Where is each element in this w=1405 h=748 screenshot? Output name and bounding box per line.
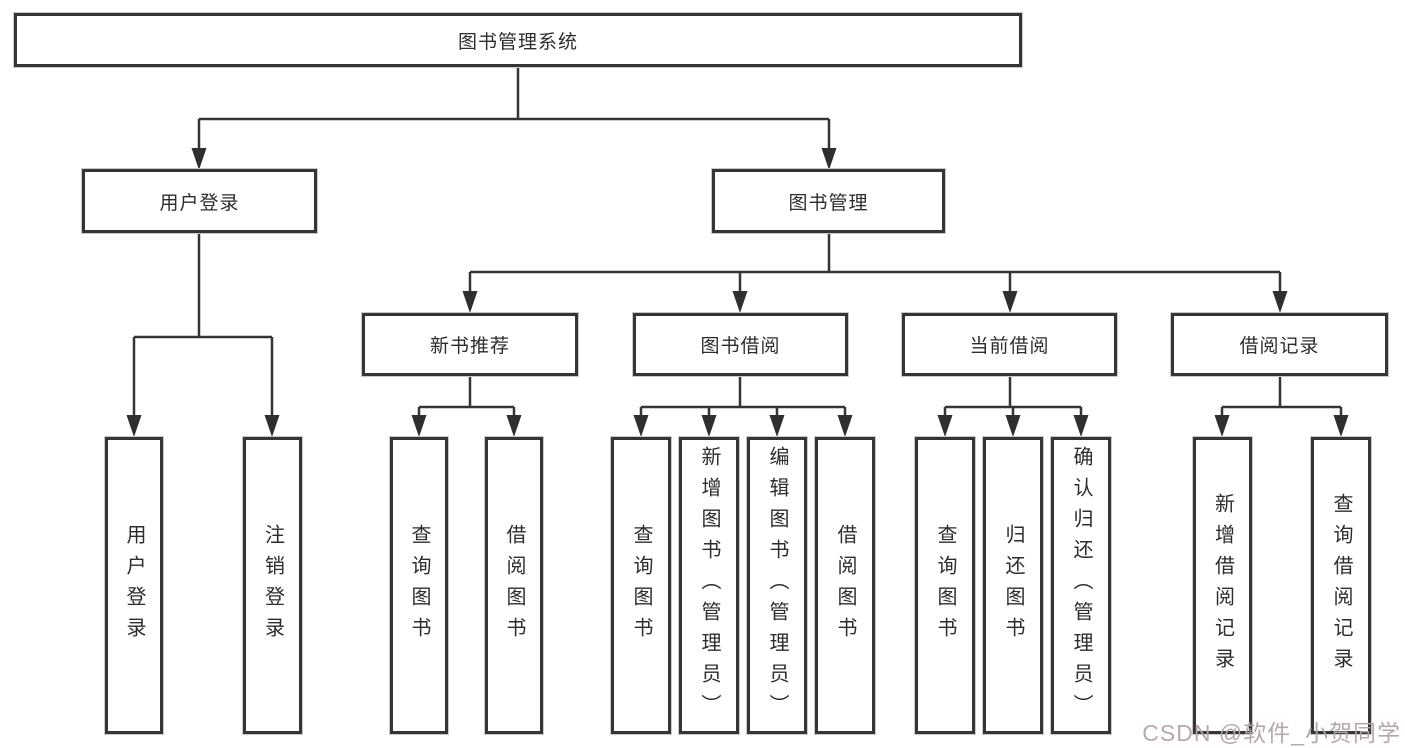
node-new-book-recommend: 新书推荐: [362, 313, 578, 376]
node-label: 图书管理系统: [457, 31, 578, 53]
node-leaf-return-book: 归还图书: [983, 437, 1043, 734]
node-leaf-edit-book-admin: 编辑图书（管理员）: [747, 437, 807, 734]
node-leaf-borrow-books-1: 借阅图书: [485, 437, 543, 734]
arrow-down-icon: [732, 291, 748, 313]
connector-records-to-leaves: [1220, 376, 1343, 417]
arrow-down-icon: [937, 415, 953, 437]
node-library-system: 图书管理系统: [14, 13, 1022, 67]
node-book-borrowing: 图书借阅: [633, 313, 848, 376]
arrow-down-icon: [821, 148, 837, 170]
arrow-down-icon: [411, 415, 427, 437]
connector-borrow-to-leaves: [639, 376, 847, 417]
node-label: 查询借阅记录: [1330, 492, 1352, 679]
node-label: 借阅图书: [834, 523, 856, 648]
node-leaf-query-books-1: 查询图书: [390, 437, 448, 734]
arrowheads: [126, 148, 1349, 437]
node-borrowing-records: 借阅记录: [1171, 313, 1388, 376]
node-label: 查询图书: [934, 523, 956, 648]
node-label: 确认归还（管理员）: [1070, 446, 1092, 725]
connector-mgmt-to-level3: [468, 233, 1282, 293]
node-label: 归还图书: [1002, 523, 1024, 648]
arrow-down-icon: [506, 415, 522, 437]
node-leaf-query-books-3: 查询图书: [915, 437, 975, 734]
csdn-watermark: CSDN @软件_小贺同学: [1142, 720, 1401, 746]
node-leaf-confirm-return-admin: 确认归还（管理员）: [1051, 437, 1111, 734]
node-label: 用户登录: [123, 523, 145, 648]
node-leaf-add-borrow-record: 新增借阅记录: [1193, 437, 1252, 734]
node-label: 查询图书: [408, 523, 430, 648]
arrow-down-icon: [769, 415, 785, 437]
node-leaf-query-borrow-record: 查询借阅记录: [1311, 437, 1371, 734]
node-leaf-add-book-admin: 新增图书（管理员）: [679, 437, 739, 734]
arrow-down-icon: [462, 291, 478, 313]
node-current-borrowing: 当前借阅: [902, 313, 1117, 376]
connector-root-to-level2: [197, 66, 831, 150]
node-label: 注销登录: [261, 523, 284, 648]
node-user-login-branch: 用户登录: [82, 169, 317, 233]
connector-current-to-leaves: [943, 376, 1083, 417]
node-leaf-logout: 注销登录: [243, 437, 302, 734]
node-label: 当前借阅: [969, 336, 1050, 357]
node-label: 新增借阅记录: [1211, 492, 1234, 679]
arrow-down-icon: [837, 415, 853, 437]
node-leaf-user-login: 用户登录: [105, 437, 163, 734]
node-label: 查询图书: [630, 523, 652, 648]
arrow-down-icon: [1002, 291, 1018, 313]
arrow-down-icon: [1214, 415, 1230, 437]
arrow-down-icon: [633, 415, 649, 437]
arrow-down-icon: [1272, 291, 1288, 313]
node-label: 图书管理: [788, 192, 869, 214]
node-label: 用户登录: [159, 192, 240, 214]
arrow-down-icon: [1005, 415, 1021, 437]
node-book-management-branch: 图书管理: [712, 169, 945, 233]
node-label: 新增图书（管理员）: [698, 446, 720, 725]
arrow-down-icon: [264, 415, 280, 437]
connector-recommend-to-leaves: [417, 376, 516, 417]
node-label: 借阅记录: [1239, 336, 1320, 357]
arrow-down-icon: [1333, 415, 1349, 437]
connector-login-to-leaves: [132, 233, 274, 417]
arrow-down-icon: [1073, 415, 1089, 437]
node-label: 图书借阅: [700, 336, 781, 357]
arrow-down-icon: [701, 415, 717, 437]
node-label: 编辑图书（管理员）: [766, 446, 788, 725]
arrow-down-icon: [191, 148, 207, 170]
arrow-down-icon: [126, 415, 142, 437]
node-leaf-query-books-2: 查询图书: [611, 437, 671, 734]
node-label: 借阅图书: [503, 523, 525, 648]
node-leaf-borrow-books-2: 借阅图书: [815, 437, 875, 734]
node-label: 新书推荐: [429, 336, 510, 357]
